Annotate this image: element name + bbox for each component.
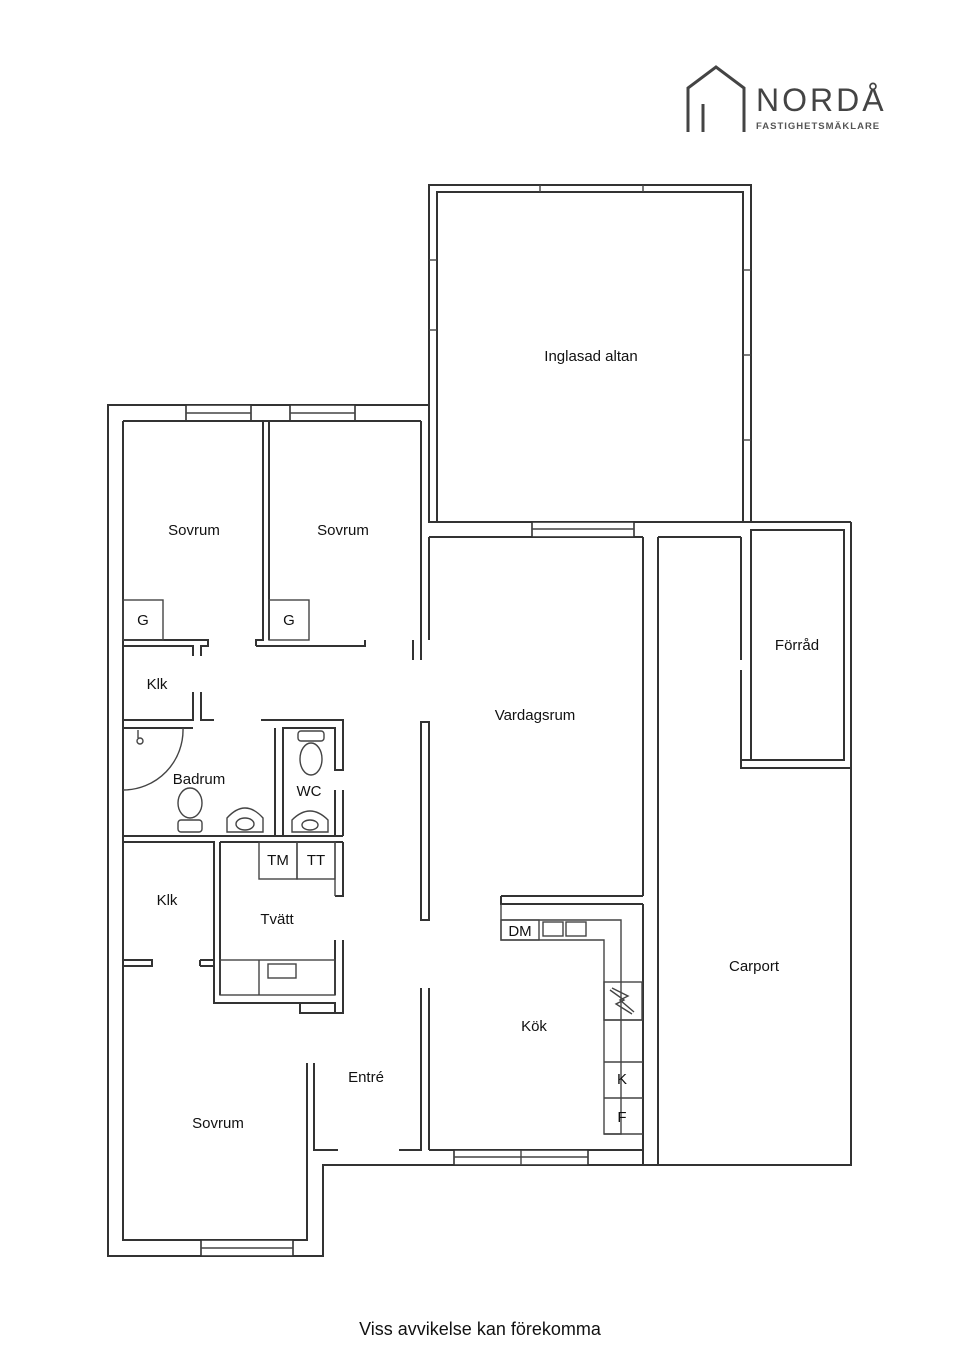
logo-subtitle: FASTIGHETSMÄKLARE bbox=[756, 121, 881, 132]
laundry-walls bbox=[123, 841, 344, 1014]
room-label-entrance: Entré bbox=[348, 1069, 384, 1086]
room-label-kitchen: Kök bbox=[521, 1018, 547, 1035]
disclaimer-text: Viss avvikelse kan förekomma bbox=[359, 1319, 601, 1339]
room-label-carport: Carport bbox=[729, 958, 780, 975]
storage-walls bbox=[740, 529, 851, 769]
room-label-storage: Förråd bbox=[775, 637, 819, 654]
wardrobe-label: G bbox=[137, 612, 149, 629]
logo-name: NORDÅ bbox=[756, 82, 887, 118]
house-outline-icon bbox=[686, 65, 746, 132]
appliance-label-dryer: TT bbox=[307, 852, 325, 869]
toilet-icon bbox=[297, 730, 325, 776]
room-label-bedroom: Sovrum bbox=[192, 1115, 244, 1132]
room-label-closet: Klk bbox=[147, 676, 168, 693]
room-label-wc: WC bbox=[297, 783, 322, 800]
room-label-altan: Inglasad altan bbox=[544, 348, 637, 365]
room-label-bedroom: Sovrum bbox=[317, 522, 369, 539]
room-label-bedroom: Sovrum bbox=[168, 522, 220, 539]
windows bbox=[185, 404, 635, 1257]
room-label-laundry: Tvätt bbox=[260, 911, 294, 928]
room-label-bathroom: Badrum bbox=[173, 771, 226, 788]
appliance-label-freezer: F bbox=[617, 1109, 626, 1126]
wardrobe-label: G bbox=[283, 612, 295, 629]
room-label-closet: Klk bbox=[157, 892, 178, 909]
shower-icon bbox=[136, 730, 144, 745]
bedroom-top-walls bbox=[122, 420, 422, 660]
floor-plan: Inglasad altan Sovrum Sovrum G G Klk Bad… bbox=[107, 184, 852, 1257]
toilet-icon bbox=[177, 787, 203, 833]
appliance-label-fridge: K bbox=[617, 1071, 627, 1088]
sink-icon bbox=[291, 810, 329, 833]
kitchen-walls bbox=[500, 895, 644, 1150]
bath-block-walls bbox=[122, 692, 344, 837]
sink-icon bbox=[226, 807, 264, 833]
room-label-living: Vardagsrum bbox=[495, 707, 576, 724]
appliance-label-washer: TM bbox=[267, 852, 289, 869]
appliance-label-dishwasher: DM bbox=[508, 923, 531, 940]
hall-walls bbox=[420, 721, 430, 921]
brand-logo: NORDÅ FASTIGHETSMÄKLARE bbox=[684, 64, 904, 136]
